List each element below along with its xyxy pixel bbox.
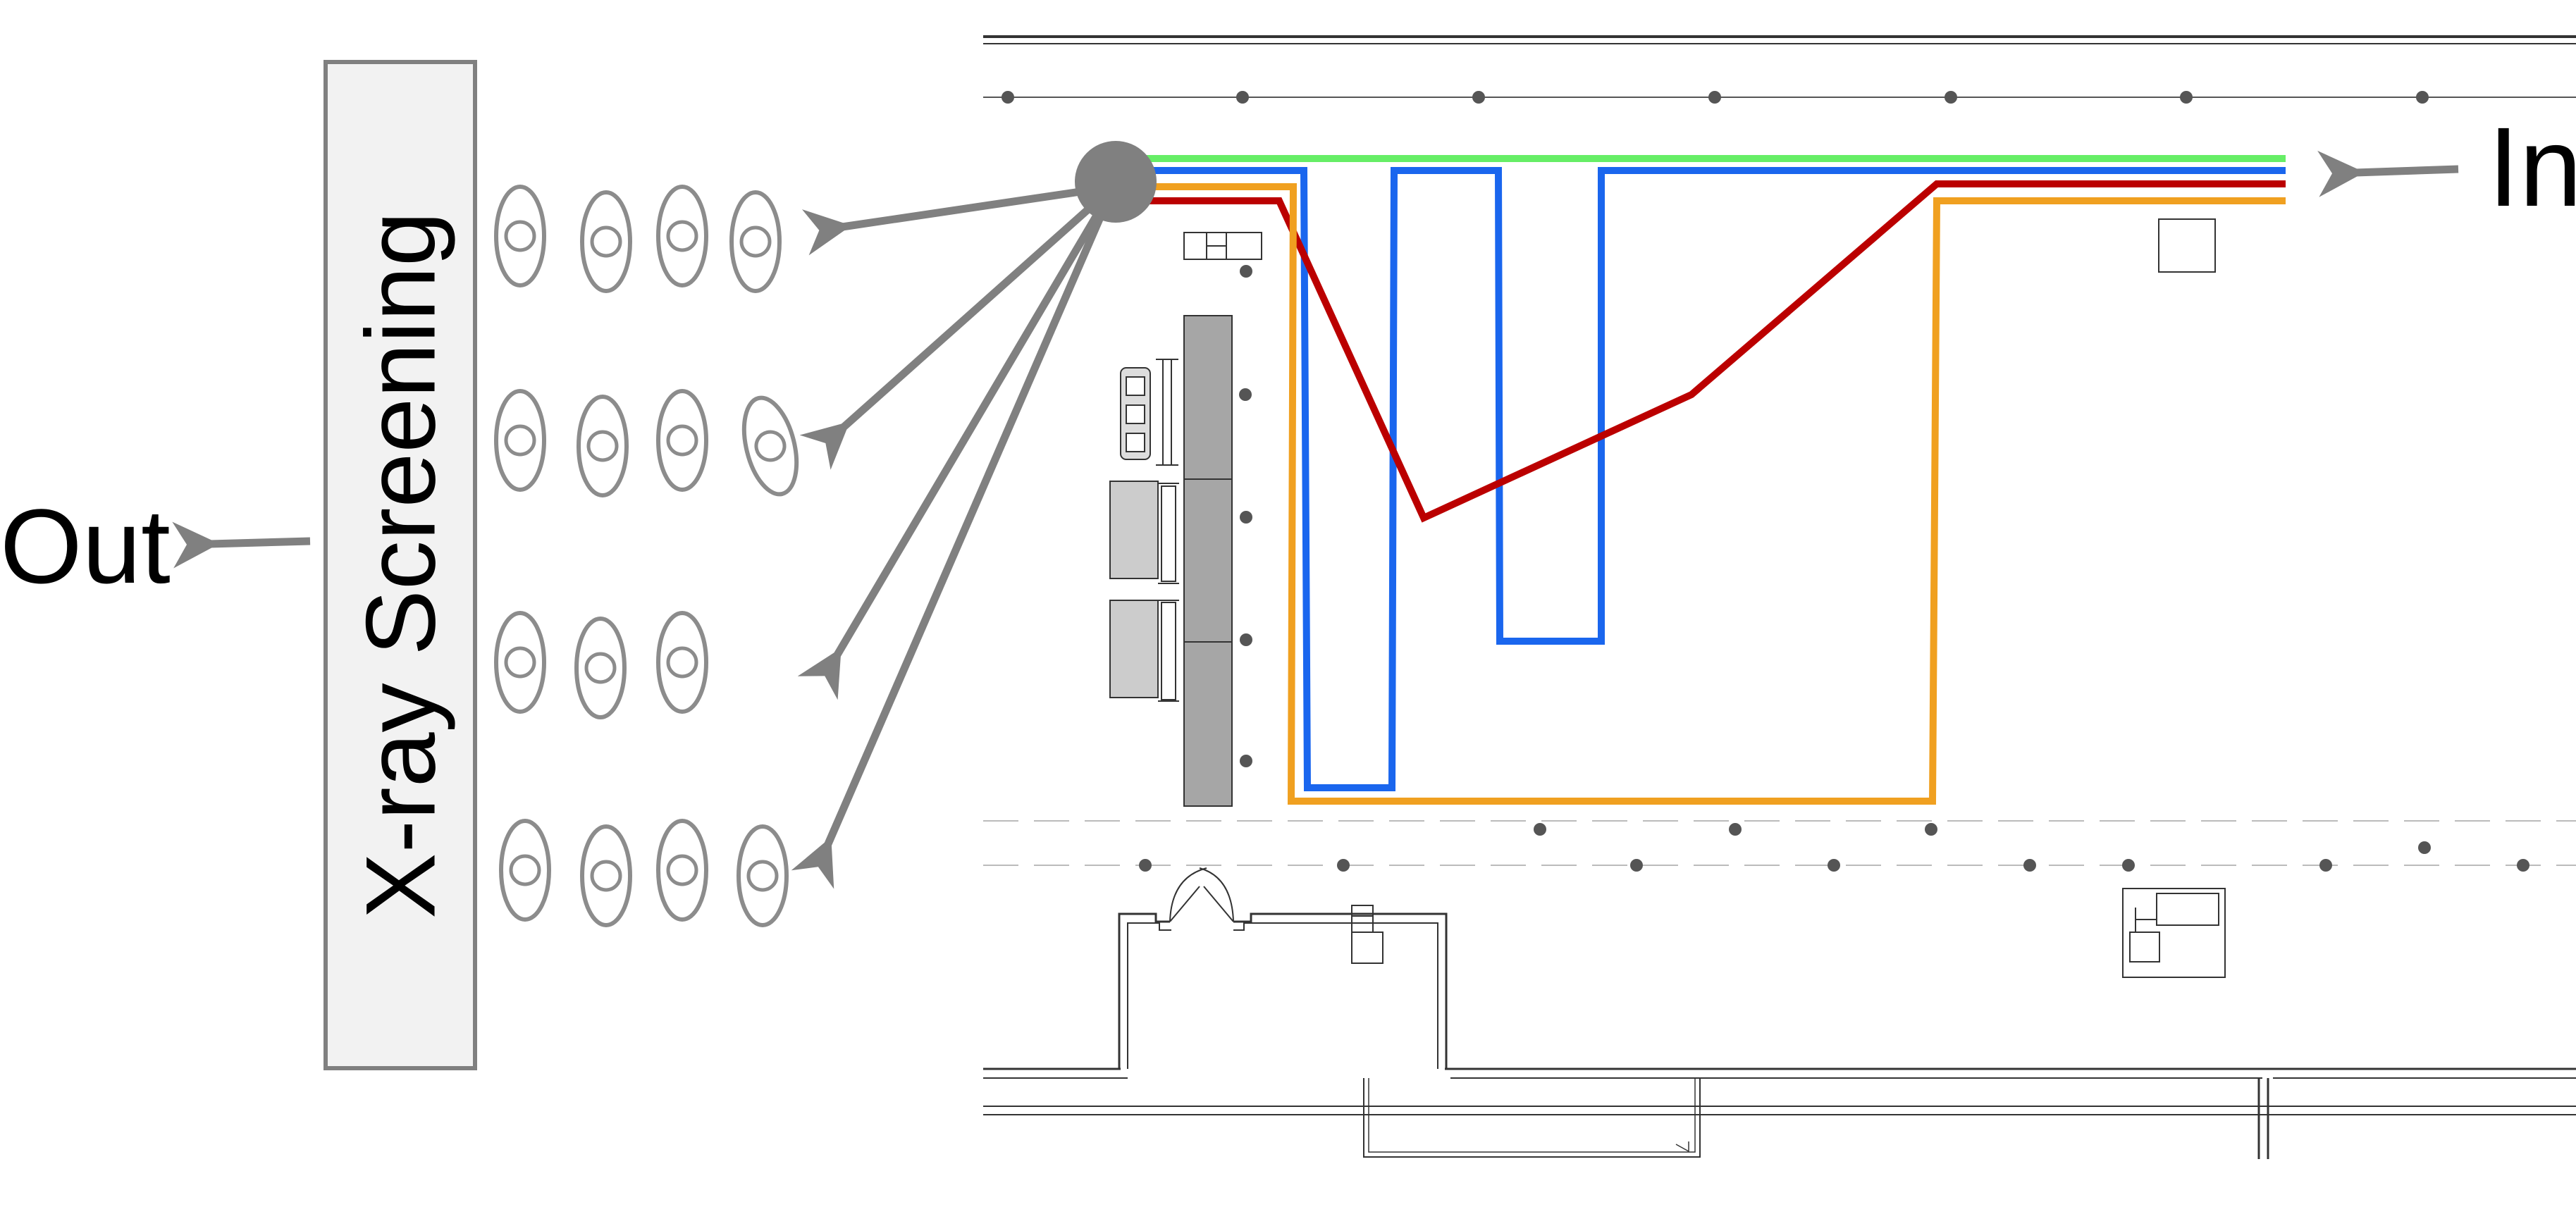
passenger-icon (656, 819, 708, 922)
passenger-icon (656, 611, 708, 714)
flow-arrows (172, 150, 2459, 889)
passenger-icon (580, 824, 632, 927)
screening-label: X-ray Screening (345, 211, 456, 919)
passenger-icon (656, 389, 708, 492)
column-marker (2122, 859, 2135, 872)
passenger-icon (656, 185, 708, 287)
column-marker (1239, 388, 1252, 401)
column-marker (2319, 859, 2332, 872)
column-marker (1240, 633, 1252, 646)
column-marker (1236, 91, 1249, 104)
out-arrow (172, 521, 311, 569)
passenger-icon (574, 617, 627, 719)
out-label: Out (0, 487, 171, 605)
queue-route-orange (1117, 183, 2286, 805)
dispatch-arrow-lane-3 (797, 185, 1117, 700)
column-markers (1002, 91, 2529, 872)
column-marker (1534, 823, 1546, 836)
in-arrow (2317, 150, 2459, 197)
queue-route-red (1117, 180, 2286, 523)
column-marker (2418, 841, 2431, 854)
column-marker (1240, 511, 1252, 524)
column-marker (2180, 91, 2193, 104)
column-marker (1630, 859, 1643, 872)
passenger-queue (494, 185, 799, 927)
passenger-icon (737, 824, 789, 927)
column-marker (1240, 755, 1252, 767)
xray-screening-box (323, 60, 477, 1070)
dispatch-node-icon (1075, 141, 1157, 223)
passenger-icon (494, 185, 546, 287)
passenger-icon (580, 190, 632, 293)
column-marker (1828, 859, 1840, 872)
queue-route-blue (1117, 167, 2286, 791)
column-marker (2416, 91, 2429, 104)
column-marker (1139, 859, 1152, 872)
screening-equipment (1109, 315, 1233, 807)
passenger-icon (741, 395, 799, 497)
column-marker (1240, 265, 1252, 278)
door-icon (1169, 867, 1234, 922)
dispatch-arrow-lane-1 (801, 182, 1114, 256)
column-marker (1925, 823, 1937, 836)
column-marker (1945, 91, 1957, 104)
column-marker (2517, 859, 2529, 872)
dispatch-arrow-lane-2 (799, 183, 1116, 470)
passenger-icon (577, 395, 629, 497)
column-marker (1708, 91, 1721, 104)
dispatch-arrow-lane-4 (791, 185, 1118, 889)
column-marker (1729, 823, 1742, 836)
in-label: In (2488, 104, 2576, 230)
passenger-icon (499, 819, 551, 922)
passenger-icon (729, 190, 782, 293)
column-marker (2023, 859, 2036, 872)
passenger-icon (494, 611, 546, 714)
column-marker (1337, 859, 1350, 872)
passenger-icon (494, 389, 546, 492)
column-marker (1472, 91, 1485, 104)
queue-routes (1117, 155, 2286, 805)
column-marker (1002, 91, 1014, 104)
